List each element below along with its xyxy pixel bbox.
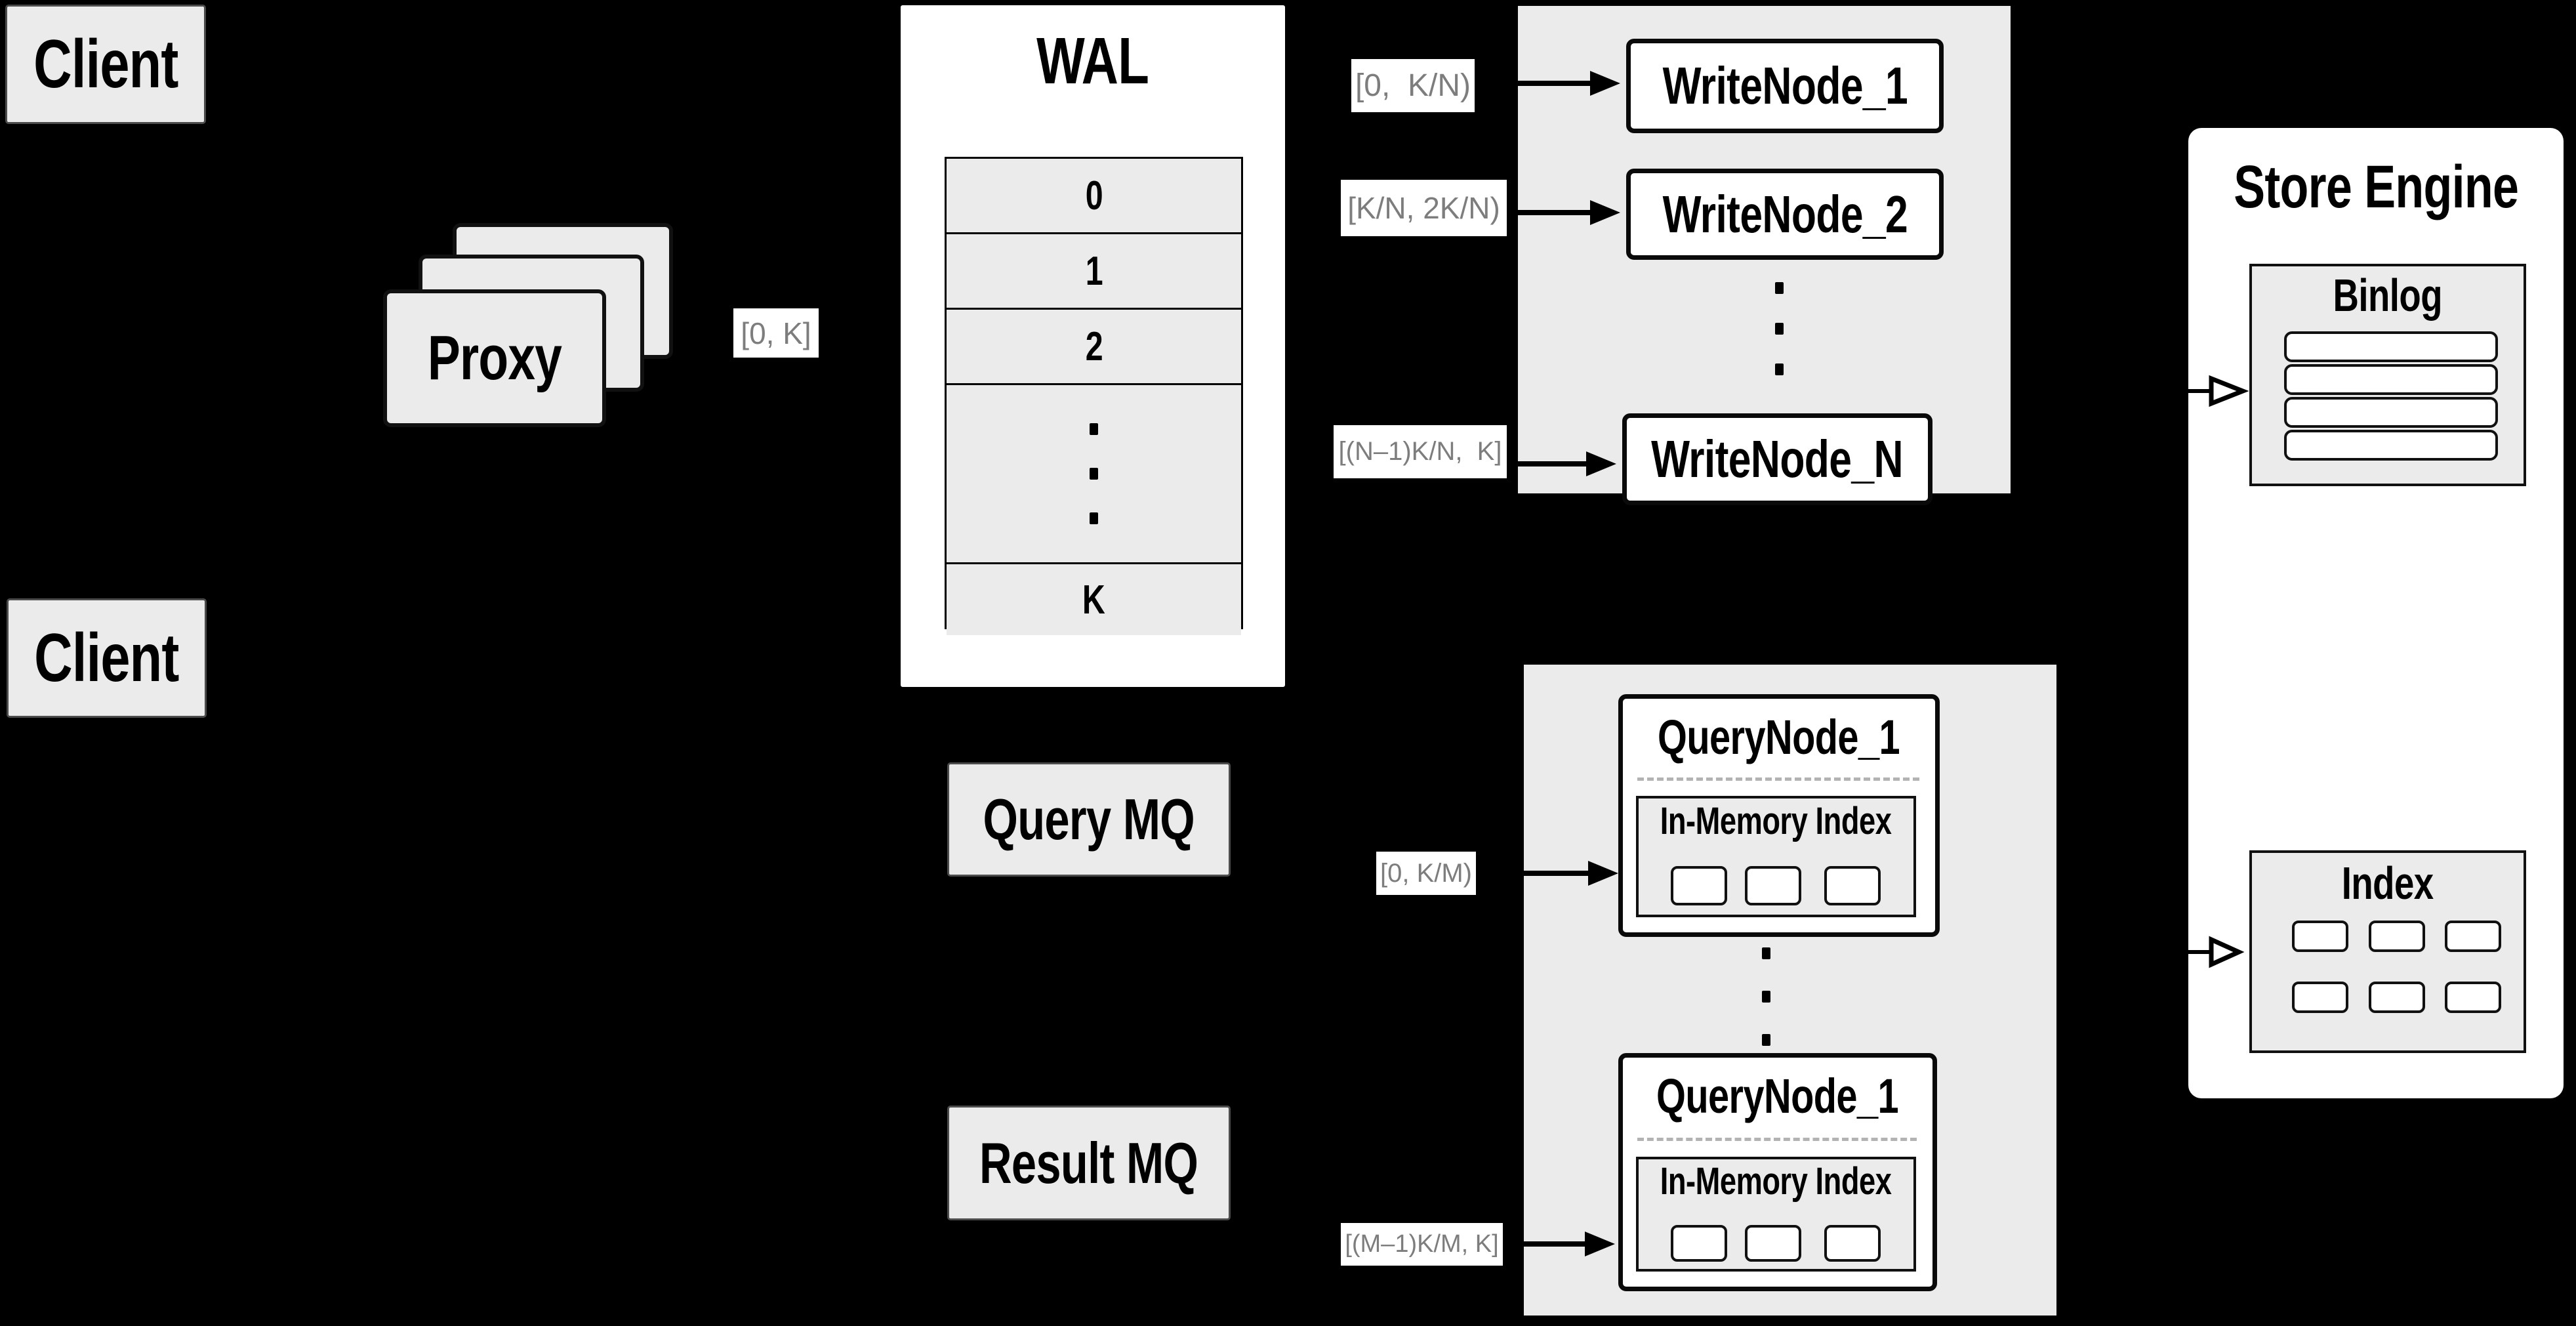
dashed-separator <box>1637 777 1919 781</box>
binlog-slot <box>2284 331 2498 362</box>
index-segment-cell <box>1671 1225 1727 1262</box>
binlog-slot <box>2284 364 2498 395</box>
in-memory-index-bottom-label: In-Memory Index <box>1660 1159 1892 1203</box>
wal-segment-row: 2 <box>947 310 1241 385</box>
index-cell <box>2369 982 2425 1013</box>
wal-segment-k: K <box>1082 577 1105 623</box>
store-engine-box: Store Engine Binlog Index <box>2188 128 2564 1098</box>
write-node-1-box: WriteNode_1 <box>1626 39 1944 133</box>
index-cell <box>2292 921 2348 952</box>
range-label-query-node-1: [0, K/M) <box>1376 852 1476 895</box>
ellipsis-dot <box>1762 947 1770 959</box>
client-bottom-label: Client <box>34 619 179 696</box>
index-segment-cell <box>1745 1225 1801 1262</box>
range-label-proxy-out: [0, K] <box>733 308 819 358</box>
in-memory-index-top-box: In-Memory Index <box>1636 796 1916 917</box>
ellipsis-dot <box>1090 468 1098 480</box>
ellipsis-dot <box>1775 282 1784 294</box>
index-segment-cell <box>1824 1225 1881 1262</box>
wal-segment-1: 1 <box>1085 248 1103 294</box>
index-cell <box>2445 921 2501 952</box>
query-node-bottom-title-wrap: QueryNode_1 <box>1623 1068 1932 1123</box>
write-node-2-label: WriteNode_2 <box>1662 184 1908 243</box>
client-top-label: Client <box>33 26 178 102</box>
wal-segment-row: 0 <box>947 159 1241 234</box>
index-box: Index <box>2249 850 2526 1053</box>
wal-title-wrap: WAL <box>901 24 1285 98</box>
binlog-slot <box>2284 430 2498 461</box>
in-memory-index-top-title-wrap: In-Memory Index <box>1639 799 1913 842</box>
write-node-n-label: WriteNode_N <box>1651 430 1904 488</box>
index-title: Index <box>2342 858 2434 909</box>
query-node-top-title-wrap: QueryNode_1 <box>1623 709 1935 764</box>
index-segment-cell <box>1745 866 1801 905</box>
binlog-box: Binlog <box>2249 264 2526 486</box>
binlog-title: Binlog <box>2333 270 2443 321</box>
ellipsis-dot <box>1090 512 1098 524</box>
ellipsis-dot <box>1090 423 1098 435</box>
proxy-label: Proxy <box>427 323 562 393</box>
query-node-bottom-box: QueryNode_1 In-Memory Index <box>1618 1053 1937 1291</box>
index-segment-cell <box>1824 866 1881 905</box>
index-title-wrap: Index <box>2252 858 2524 909</box>
write-node-n-box: WriteNode_N <box>1622 413 1932 505</box>
wal-segment-table: 0 1 2 K <box>945 157 1243 635</box>
dashed-separator <box>1637 1138 1917 1141</box>
in-memory-index-top-label: In-Memory Index <box>1660 799 1892 842</box>
query-node-bottom-title: QueryNode_1 <box>1656 1068 1900 1123</box>
query-mq-label: Query MQ <box>983 787 1195 852</box>
client-box-bottom: Client <box>7 598 207 718</box>
query-mq-box: Query MQ <box>947 762 1231 877</box>
wal-segment-0: 0 <box>1085 173 1103 218</box>
write-node-2-box: WriteNode_2 <box>1626 169 1944 260</box>
client-box-top: Client <box>5 5 206 124</box>
result-mq-label: Result MQ <box>979 1130 1198 1195</box>
in-memory-index-bottom-title-wrap: In-Memory Index <box>1639 1159 1913 1203</box>
query-node-top-title: QueryNode_1 <box>1658 709 1901 764</box>
index-segment-cell <box>1671 866 1727 905</box>
in-memory-index-bottom-box: In-Memory Index <box>1636 1157 1916 1272</box>
wal-box: WAL 0 1 2 K <box>899 3 1287 689</box>
wal-ellipsis-row <box>947 385 1241 564</box>
wal-segment-2: 2 <box>1085 323 1103 369</box>
store-engine-title-wrap: Store Engine <box>2188 154 2564 220</box>
range-label-write-node-2: [K/N, 2K/N) <box>1341 180 1507 236</box>
binlog-title-wrap: Binlog <box>2252 270 2524 321</box>
query-node-top-box: QueryNode_1 In-Memory Index <box>1618 694 1940 937</box>
range-label-query-node-m: [(M–1)K/M, K] <box>1341 1223 1503 1266</box>
store-engine-title: Store Engine <box>2234 153 2519 220</box>
ellipsis-dot <box>1762 1034 1770 1046</box>
query-node-ellipsis <box>1762 947 1770 1046</box>
index-cell <box>2292 982 2348 1013</box>
proxy-card-front: Proxy <box>383 289 606 427</box>
range-label-write-node-n: [(N–1)K/N, K] <box>1334 425 1507 478</box>
result-mq-box: Result MQ <box>947 1106 1231 1220</box>
wal-segment-row: 1 <box>947 234 1241 310</box>
wal-title: WAL <box>1036 24 1150 98</box>
range-label-write-node-1: [0, K/N) <box>1351 59 1475 112</box>
index-cell <box>2369 921 2425 952</box>
ellipsis-dot <box>1775 363 1784 375</box>
write-node-1-label: WriteNode_1 <box>1662 56 1908 115</box>
write-node-ellipsis <box>1775 282 1784 375</box>
binlog-slot <box>2284 397 2498 428</box>
ellipsis-dot <box>1775 323 1784 335</box>
index-cell <box>2445 982 2501 1013</box>
ellipsis-dot <box>1762 991 1770 1003</box>
wal-segment-row: K <box>947 564 1241 635</box>
